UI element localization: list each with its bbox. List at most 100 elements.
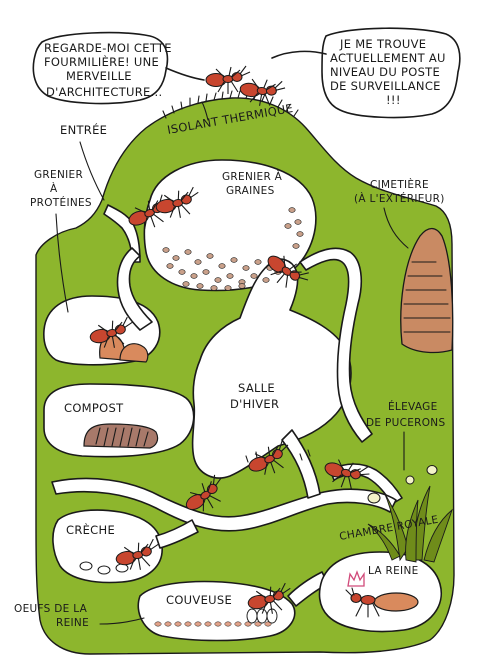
grain bbox=[190, 273, 198, 279]
grain bbox=[166, 263, 174, 269]
speech-left-text: REGARDE-MOI CETTE FOURMILIÈRE! UNE MERVE… bbox=[44, 41, 172, 99]
grain bbox=[230, 257, 238, 263]
label-oeufs: OEUFS DE LA REINE bbox=[14, 603, 89, 629]
egg bbox=[164, 621, 172, 627]
label-line: PROTÉINES bbox=[30, 196, 92, 209]
label-line: GRENIER bbox=[34, 169, 83, 181]
grain bbox=[162, 247, 170, 253]
grain bbox=[296, 231, 304, 237]
arrow-proteines bbox=[55, 213, 69, 313]
egg bbox=[194, 621, 202, 627]
label-couveuse: COUVEUSE bbox=[166, 593, 232, 607]
egg bbox=[214, 621, 222, 627]
grain bbox=[206, 253, 214, 259]
speech-right-line: !!! bbox=[386, 93, 401, 107]
grain bbox=[242, 265, 250, 271]
grain bbox=[254, 259, 262, 265]
egg bbox=[244, 621, 252, 627]
speech-bubble-left bbox=[32, 31, 205, 105]
label-grenier-graines: GRENIER À GRAINES bbox=[222, 170, 283, 197]
speech-left-line: REGARDE-MOI CETTE bbox=[44, 41, 172, 55]
grain bbox=[218, 263, 226, 269]
egg bbox=[184, 621, 192, 627]
egg bbox=[264, 621, 272, 627]
cemetery-mound bbox=[400, 227, 454, 354]
grain bbox=[184, 249, 192, 255]
aphid-plant bbox=[367, 485, 453, 563]
label-line: À bbox=[50, 182, 58, 195]
grain bbox=[284, 223, 292, 229]
speech-left-line: MERVEILLE bbox=[66, 69, 132, 83]
grain bbox=[288, 207, 296, 213]
grain bbox=[262, 277, 270, 283]
speech-right-line: JE ME TROUVE bbox=[339, 37, 426, 51]
grain bbox=[182, 281, 190, 287]
label-la-reine: LA REINE bbox=[368, 565, 419, 577]
grain bbox=[238, 283, 246, 289]
label-line: OEUFS DE LA bbox=[14, 603, 88, 615]
speech-left-line: D'ARCHITECTURE... bbox=[46, 85, 162, 99]
speech-bubble-right bbox=[271, 27, 461, 119]
queen-eggs bbox=[154, 608, 278, 627]
pupa bbox=[256, 608, 268, 624]
left-descending-tunnel bbox=[116, 247, 153, 331]
label-grenier-proteines: GRENIER À PROTÉINES bbox=[30, 169, 92, 209]
grain bbox=[172, 255, 180, 261]
arrow-cimetiere bbox=[383, 207, 409, 249]
label-creche: CRÈCHE bbox=[66, 522, 115, 537]
grain bbox=[178, 269, 186, 275]
grain bbox=[194, 259, 202, 265]
pupa bbox=[246, 608, 258, 624]
speech-right-line: ACTUELLEMENT AU bbox=[330, 51, 446, 65]
speech-right-line: NIVEAU DU POSTE bbox=[330, 65, 440, 79]
egg bbox=[224, 621, 232, 627]
grain bbox=[226, 273, 234, 279]
egg bbox=[234, 621, 242, 627]
speech-left-line: FOURMILIÈRE! UNE bbox=[44, 54, 159, 69]
grain bbox=[292, 243, 300, 249]
label-line: DE PUCERONS bbox=[366, 417, 445, 429]
queen-ant bbox=[345, 570, 419, 618]
egg bbox=[154, 621, 162, 627]
label-entree: ENTRÉE bbox=[60, 122, 107, 137]
egg bbox=[254, 621, 262, 627]
label-line: GRAINES bbox=[226, 185, 275, 197]
larvae bbox=[79, 561, 129, 575]
grain bbox=[224, 285, 232, 291]
hall-to-lower-tunnel bbox=[281, 429, 321, 499]
label-line: ÉLEVAGE bbox=[388, 400, 438, 413]
grain bbox=[202, 269, 210, 275]
label-elevage: ÉLEVAGE DE PUCERONS bbox=[366, 400, 445, 429]
crown-icon bbox=[347, 570, 365, 587]
label-line: (À L'EXTÉRIEUR) bbox=[354, 192, 445, 205]
egg bbox=[174, 621, 182, 627]
label-compost: COMPOST bbox=[64, 401, 124, 415]
royal-chamber bbox=[318, 551, 443, 633]
right-arm-tunnel bbox=[299, 247, 373, 443]
arrow-isolant bbox=[201, 101, 209, 121]
label-line: D'HIVER bbox=[230, 397, 279, 411]
arrow-entree bbox=[79, 141, 105, 201]
speech-right-line: DE SURVEILLANCE bbox=[330, 79, 441, 93]
hall-hatching bbox=[245, 449, 311, 463]
speech-right-text: JE ME TROUVE ACTUELLEMENT AU NIVEAU DU P… bbox=[330, 37, 446, 107]
label-line: SALLE bbox=[238, 381, 275, 395]
grain bbox=[294, 219, 302, 225]
lower-corridor-tunnel bbox=[51, 477, 397, 532]
label-line: CIMETIÈRE bbox=[370, 178, 429, 191]
label-line: GRENIER À bbox=[222, 170, 283, 183]
arrow-oeufs bbox=[99, 617, 145, 625]
label-cimetiere: CIMETIÈRE (À L'EXTÉRIEUR) bbox=[354, 178, 445, 205]
grain bbox=[196, 283, 204, 289]
label-salle-hiver: SALLE D'HIVER bbox=[230, 381, 279, 411]
creche-tunnel bbox=[155, 519, 199, 549]
egg bbox=[204, 621, 212, 627]
compost-pile bbox=[83, 423, 159, 449]
grain bbox=[210, 285, 218, 291]
grain bbox=[250, 273, 258, 279]
grain bbox=[214, 277, 222, 283]
aphids bbox=[367, 465, 438, 504]
label-line: REINE bbox=[56, 617, 89, 629]
